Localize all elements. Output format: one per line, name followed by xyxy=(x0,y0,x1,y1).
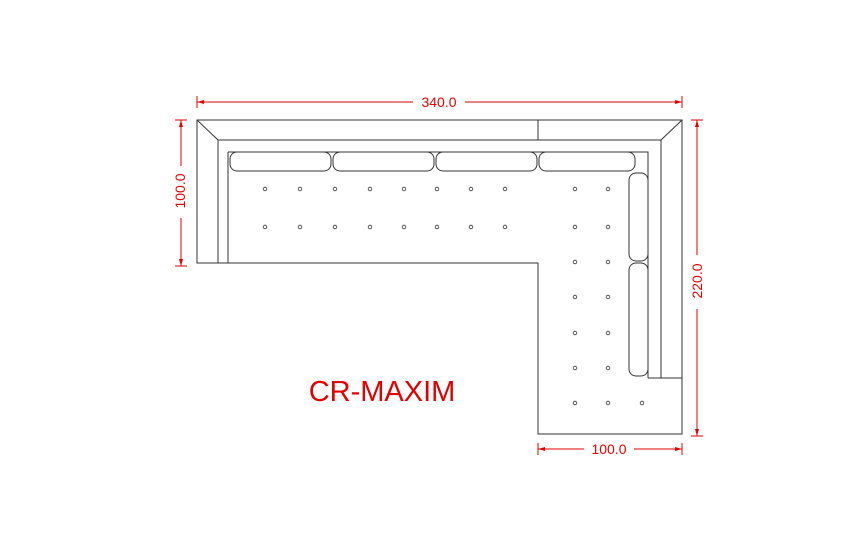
tufting-button xyxy=(401,224,407,230)
back-cushion xyxy=(435,151,538,172)
back-cushion xyxy=(628,262,649,377)
tufting-button xyxy=(367,186,373,192)
tufting-button xyxy=(572,400,578,406)
dimension-left-depth-label: 100.0 xyxy=(172,173,188,208)
back-cushions-top xyxy=(229,151,636,172)
dimension-chaise-width: 100.0 xyxy=(537,441,683,457)
tufting-button xyxy=(572,259,578,265)
tufting-button xyxy=(332,186,338,192)
back-cushion xyxy=(332,151,435,172)
tufting-button xyxy=(605,259,611,265)
tufting-button xyxy=(332,224,338,230)
tufting-button xyxy=(605,330,611,336)
dimension-overall-width: 340.0 xyxy=(196,93,683,110)
tufting-button xyxy=(367,224,373,230)
tufting-button xyxy=(468,224,474,230)
tufting-button xyxy=(605,186,611,192)
back-cushions-right xyxy=(628,172,649,377)
tufting-button xyxy=(605,294,611,300)
back-cushion xyxy=(229,151,332,172)
tufting-button xyxy=(434,186,440,192)
back-cushion xyxy=(628,172,649,262)
dimension-right-length-label: 220.0 xyxy=(689,263,705,298)
dimension-chaise-width-label: 100.0 xyxy=(591,441,626,457)
tufting-button xyxy=(639,400,645,406)
tufting-button xyxy=(572,365,578,371)
tufting-button xyxy=(572,330,578,336)
back-cushion xyxy=(538,151,636,172)
tufting-button xyxy=(262,224,268,230)
tufting-button xyxy=(297,224,303,230)
tufting-button xyxy=(401,186,407,192)
tufting-button xyxy=(502,186,508,192)
tufting-button xyxy=(297,186,303,192)
tufting-buttons xyxy=(262,186,645,406)
tufting-button xyxy=(605,224,611,230)
dimension-left-depth: 100.0 xyxy=(172,119,190,267)
model-label: CR-MAXIM xyxy=(309,376,456,408)
dimension-right-length: 220.0 xyxy=(688,119,706,437)
tufting-button xyxy=(468,186,474,192)
tufting-button xyxy=(572,186,578,192)
tufting-button xyxy=(434,224,440,230)
dimension-overall-width-label: 340.0 xyxy=(421,94,456,110)
tufting-button xyxy=(262,186,268,192)
tufting-button xyxy=(605,400,611,406)
tufting-button xyxy=(605,365,611,371)
tufting-button xyxy=(502,224,508,230)
tufting-button xyxy=(572,224,578,230)
tufting-button xyxy=(572,294,578,300)
